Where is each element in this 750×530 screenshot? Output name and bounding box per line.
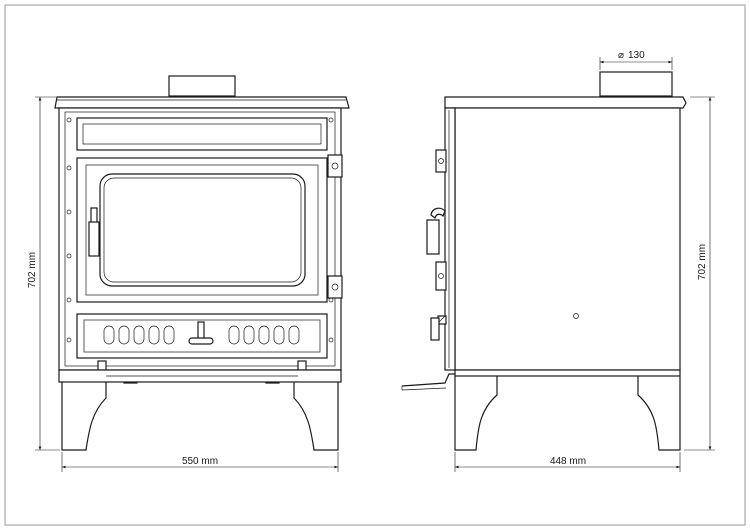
flue-diameter-label: 130: [628, 50, 645, 61]
front-top-plate: [54, 96, 350, 109]
side-flue-collar: [599, 71, 673, 97]
front-air-control-lever: [188, 321, 214, 345]
front-glass-window: [99, 173, 306, 287]
front-leg-left: [61, 382, 107, 451]
side-view: [401, 71, 687, 451]
front-top-panel: [76, 117, 328, 151]
side-top-plate: [444, 96, 687, 109]
side-height-label: 702 mm: [697, 244, 708, 280]
front-ashpan-door: [76, 313, 328, 359]
side-body: [454, 107, 681, 371]
front-door-handle: [88, 207, 100, 257]
side-dimensions: [454, 57, 715, 472]
flue-diameter-symbol: ⌀: [618, 50, 624, 61]
front-door: [76, 157, 328, 303]
side-front-panel: [444, 107, 456, 371]
side-ashpan-handle: [430, 315, 447, 341]
front-air-slots: [103, 325, 300, 345]
side-fixing-point: [573, 313, 579, 319]
sheet-frame: [4, 4, 746, 526]
side-leg-rear: [637, 376, 681, 451]
front-door-hinges: [327, 154, 343, 299]
front-leg-right: [293, 382, 339, 451]
front-dimensions: [35, 96, 339, 472]
front-height-label: 702 mm: [27, 252, 38, 288]
side-ash-lip: [401, 373, 455, 387]
side-hinges: [435, 149, 447, 291]
side-base-plinth: [454, 369, 681, 377]
front-view: [54, 75, 350, 451]
front-flue-collar: [168, 75, 236, 97]
side-depth-label: 448 mm: [550, 456, 586, 467]
front-width-label: 550 mm: [182, 456, 218, 467]
side-leg-front: [454, 376, 498, 451]
side-door-handle: [426, 207, 446, 255]
